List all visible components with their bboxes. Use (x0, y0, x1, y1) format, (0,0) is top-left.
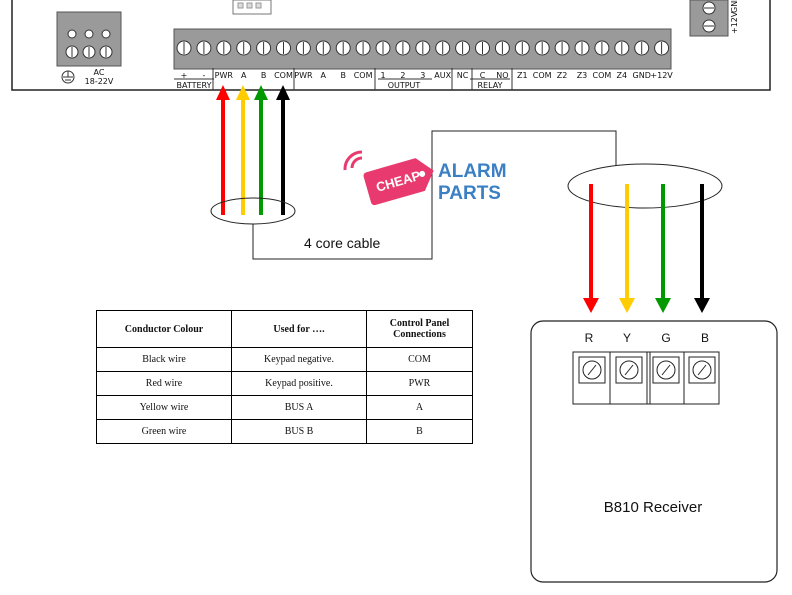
table-row: Green wire BUS B B (96, 419, 473, 444)
terminal-label: 2 (400, 71, 405, 80)
terminal-label: 3 (420, 71, 425, 80)
four-core-cable (210, 130, 723, 260)
ground-icon (61, 70, 75, 84)
table-cell: B (366, 419, 473, 444)
terminal-label: Z1 (517, 71, 528, 80)
terminal-label: A (321, 71, 327, 80)
receiver-terminal-y: Y (623, 331, 631, 345)
terminal-label: Z4 (617, 71, 628, 80)
terminal-label: 1 (380, 71, 385, 80)
main-terminal-strip (173, 28, 672, 70)
battery-label: BATTERY (177, 81, 212, 90)
terminal-label: C (480, 71, 486, 80)
receiver-terminal-r: R (585, 331, 594, 345)
table-cell: Green wire (96, 419, 232, 444)
terminal-label: Z2 (557, 71, 568, 80)
terminal-label: Z3 (577, 71, 588, 80)
table-cell: Red wire (96, 371, 232, 396)
panel-wires (216, 85, 290, 215)
terminal-label: NC (457, 71, 469, 80)
terminal-label: COM (533, 71, 552, 80)
table-cell: BUS A (231, 395, 367, 420)
aux-power-terminal (689, 0, 729, 37)
terminal-label: PWR (215, 71, 234, 80)
terminal-label: B (261, 71, 267, 80)
terminal-label: A (241, 71, 247, 80)
ac-terminal-block (56, 11, 122, 67)
ac-label: AC (94, 68, 105, 77)
terminal-label: COM (593, 71, 612, 80)
logo-alarm-text: ALARM (438, 161, 507, 182)
cheap-alarm-parts-logo: CHEAP ALARM PARTS (343, 150, 507, 206)
receiver-wires (583, 184, 710, 313)
conductor-table: Conductor Colour Used for …. Control Pan… (96, 310, 473, 444)
aux-gnd-label: GND (730, 0, 739, 13)
table-cell: A (366, 395, 473, 420)
ac-voltage-label: 18-22V (85, 77, 114, 86)
control-panel (11, 0, 771, 91)
table-header-row: Conductor Colour Used for …. Control Pan… (96, 310, 473, 348)
aux-plus12v-label: +12V (730, 11, 739, 34)
table-cell: PWR (366, 371, 473, 396)
terminal-label: PWR (294, 71, 313, 80)
receiver-screws (578, 356, 716, 384)
table-row: Red wire Keypad positive. PWR (96, 371, 473, 396)
terminal-label: +12V (650, 71, 673, 80)
table-header: Conductor Colour (96, 310, 232, 348)
b810-receiver (530, 320, 778, 583)
relay-label: RELAY (478, 81, 503, 90)
terminal-label: B (340, 71, 346, 80)
terminal-label: GND (633, 71, 651, 80)
terminal-label: - (202, 71, 205, 80)
receiver-terminal-g: G (661, 331, 670, 345)
terminal-label: AUX (434, 71, 451, 80)
table-cell: COM (366, 347, 473, 372)
table-header: Control Panel Connections (366, 310, 473, 348)
terminal-label: NO (496, 71, 508, 80)
receiver-title: B810 Receiver (604, 499, 702, 516)
output-label: OUTPUT (388, 81, 421, 90)
table-cell: Keypad negative. (231, 347, 367, 372)
cable-label: 4 core cable (304, 235, 380, 251)
terminal-label: COM (274, 71, 293, 80)
table-row: Yellow wire BUS A A (96, 395, 473, 420)
logo-parts-text: PARTS (438, 183, 501, 204)
table-cell: BUS B (231, 419, 367, 444)
table-cell: Keypad positive. (231, 371, 367, 396)
table-row: Black wire Keypad negative. COM (96, 347, 473, 372)
table-cell: Black wire (96, 347, 232, 372)
table-cell: Yellow wire (96, 395, 232, 420)
table-header: Used for …. (231, 310, 367, 348)
header-connector (232, 0, 272, 15)
terminal-label: COM (354, 71, 373, 80)
receiver-terminal-b: B (701, 331, 709, 345)
group-brackets (174, 68, 513, 90)
terminal-label: + (181, 71, 188, 80)
